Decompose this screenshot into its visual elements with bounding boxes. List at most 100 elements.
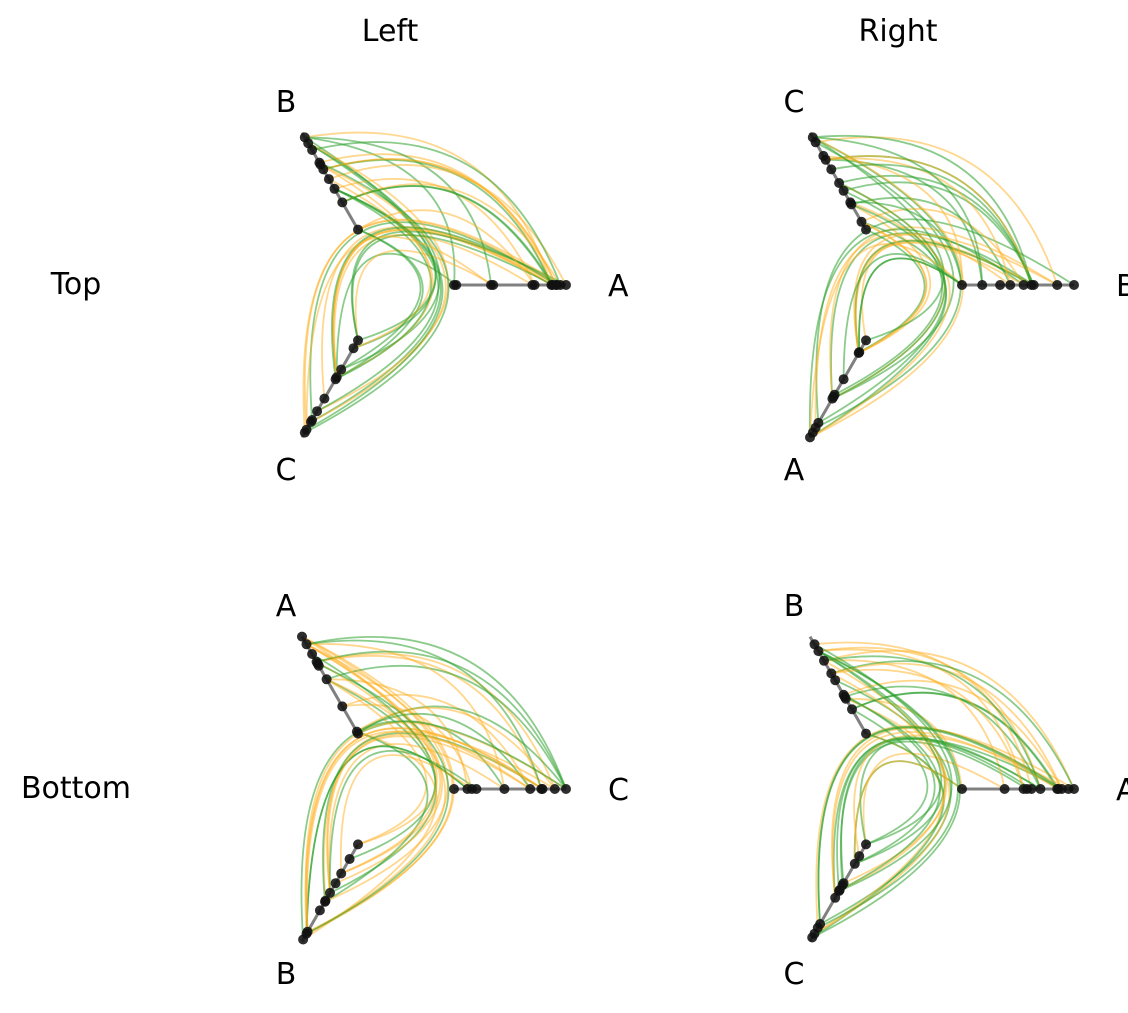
- hive-node: [525, 784, 536, 794]
- hive-node: [307, 649, 318, 659]
- hive-edge: [356, 712, 531, 790]
- hive-node: [957, 280, 967, 290]
- hive-edge: [851, 196, 1012, 286]
- axis-label: A: [276, 589, 297, 624]
- hive-edge: [817, 203, 947, 424]
- hive-node: [861, 839, 871, 850]
- hive-node: [325, 887, 335, 898]
- hive-edge: [831, 731, 1058, 898]
- hive-node: [977, 280, 988, 290]
- hive-edge: [310, 163, 447, 423]
- hive-edge: [823, 649, 1075, 790]
- hive-edge: [825, 157, 1012, 286]
- hive-edge: [845, 697, 963, 790]
- hive-edge: [341, 693, 531, 790]
- hive-edge: [858, 228, 926, 353]
- hive-edge: [809, 243, 963, 438]
- hive-edge: [831, 182, 946, 400]
- hive-edge: [316, 652, 556, 790]
- hive-edge: [331, 226, 561, 380]
- hive-edge: [814, 641, 1033, 790]
- hive-node: [1069, 280, 1079, 290]
- hive-edge: [818, 648, 1025, 790]
- hive-node: [351, 726, 362, 737]
- hive-node: [314, 905, 325, 916]
- hive-node: [830, 892, 841, 903]
- hive-node: [826, 164, 837, 175]
- row-title-top: Top: [50, 267, 102, 302]
- hive-node: [353, 839, 363, 850]
- hive-edge: [855, 241, 1025, 354]
- hive-node: [336, 868, 347, 879]
- axis-label: C: [276, 453, 297, 488]
- hive-edge: [323, 158, 557, 286]
- hive-node: [549, 784, 560, 794]
- hive-edge: [326, 665, 567, 790]
- hive-edge: [304, 136, 492, 286]
- hive-node: [299, 132, 310, 143]
- hive-node: [561, 280, 571, 290]
- hive-node: [1028, 280, 1039, 290]
- hive-edge: [316, 650, 567, 790]
- hive-node: [805, 432, 815, 443]
- hive-edge: [340, 228, 422, 371]
- axis-label: B: [276, 957, 297, 992]
- hive-node: [807, 932, 818, 943]
- hive-edge: [305, 745, 468, 934]
- hive-node: [299, 427, 310, 438]
- hive-node: [321, 674, 332, 685]
- hive-node: [838, 689, 849, 700]
- hive-edge: [850, 203, 932, 354]
- axis-label: C: [608, 773, 629, 808]
- axis-label: B: [784, 589, 805, 624]
- hive-node: [330, 878, 341, 889]
- hive-edge: [306, 639, 543, 790]
- hive-node: [306, 416, 316, 427]
- hive-edge: [304, 161, 450, 434]
- hive-node: [861, 224, 871, 235]
- hive-node: [861, 728, 871, 739]
- hive-node: [323, 174, 334, 185]
- hive-node: [1052, 280, 1063, 290]
- hive-edge: [328, 743, 505, 893]
- hive-edge: [304, 136, 437, 342]
- hive-node: [999, 784, 1010, 794]
- hive-edge: [823, 655, 1042, 790]
- hive-node: [1005, 280, 1016, 290]
- hive-edge: [839, 695, 941, 891]
- hive-panel-top-left: ABC: [276, 85, 629, 488]
- hive-edge: [354, 249, 494, 341]
- hive-edge: [326, 678, 469, 790]
- hive-node: [807, 132, 818, 143]
- hive-edge: [825, 155, 1033, 286]
- hive-edge: [357, 705, 567, 790]
- hive-edge: [843, 694, 936, 865]
- hive-node: [853, 348, 864, 358]
- axis-label: C: [784, 85, 805, 120]
- hive-edge: [831, 662, 1063, 790]
- hive-edge: [815, 136, 1059, 286]
- hive-node: [1035, 784, 1046, 794]
- hive-edge: [859, 737, 1063, 845]
- axis-label: C: [784, 957, 805, 992]
- hive-edge: [836, 736, 1041, 892]
- hive-node: [449, 784, 459, 794]
- hive-edge: [304, 727, 544, 934]
- hive-node: [320, 896, 330, 907]
- hive-node: [1069, 784, 1079, 794]
- hive-node: [311, 656, 322, 667]
- hive-node: [561, 784, 571, 794]
- hive-edge: [831, 660, 1075, 790]
- hive-node: [856, 216, 867, 227]
- hive-edge: [306, 636, 567, 790]
- hive-node: [488, 280, 499, 290]
- hive-node: [312, 406, 323, 417]
- hive-edge: [311, 653, 437, 860]
- hive-node: [957, 784, 967, 794]
- hive-node: [854, 851, 865, 862]
- hive-node: [298, 934, 309, 945]
- hive-node: [344, 854, 355, 864]
- hive-edge: [812, 134, 1033, 286]
- hive-edge: [326, 733, 543, 893]
